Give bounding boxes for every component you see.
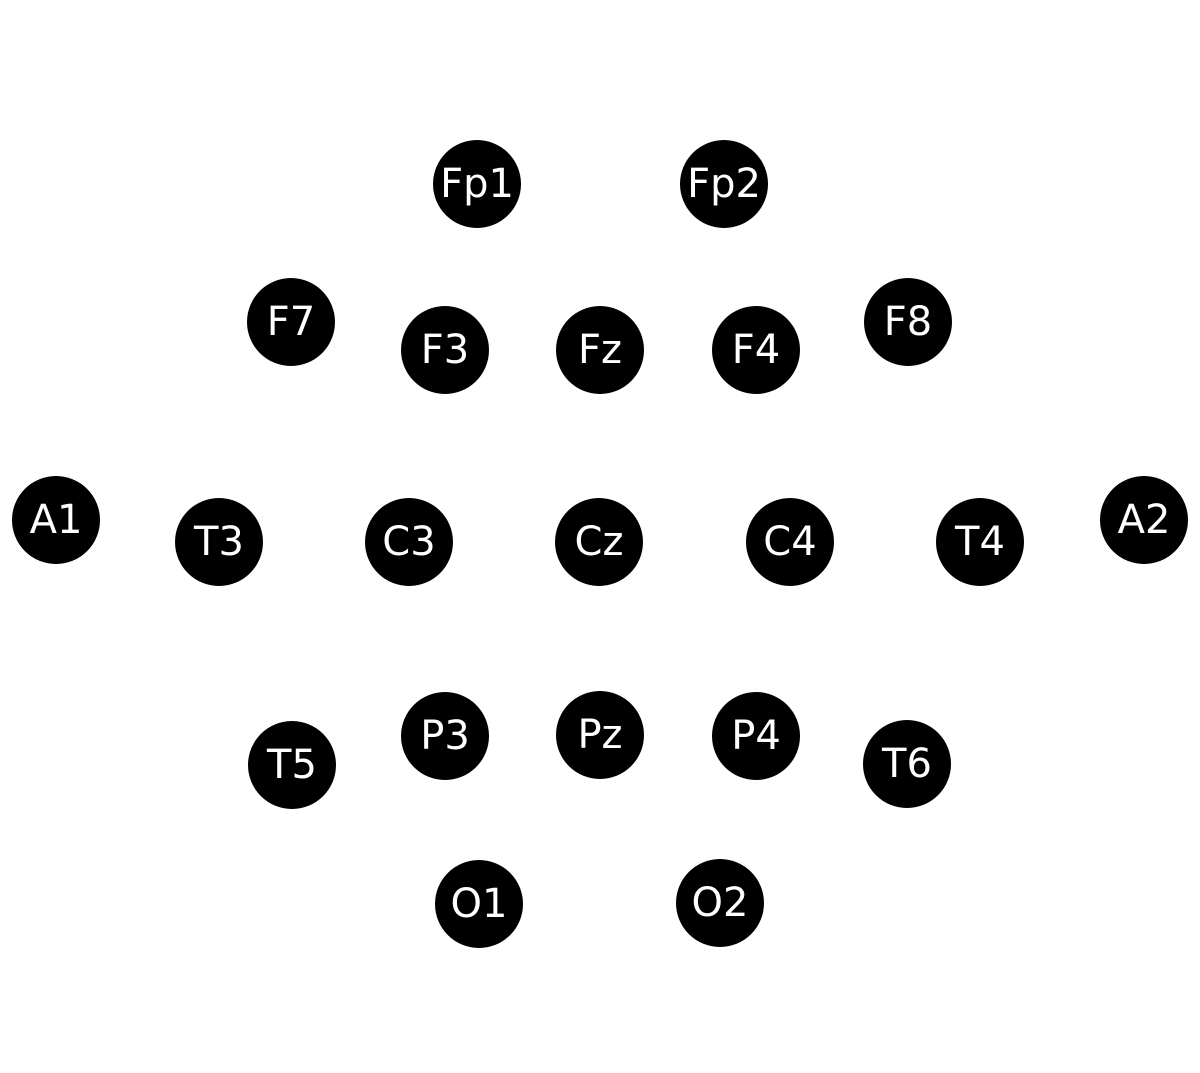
electrode-label: T4 (955, 519, 1005, 565)
electrode-label: Fz (577, 327, 622, 373)
electrode-a1: A1 (12, 476, 100, 564)
electrode-label: A1 (29, 497, 83, 543)
electrode-label: O1 (450, 881, 508, 927)
electrode-label: Fp2 (687, 161, 761, 207)
electrode-label: Pz (577, 712, 623, 758)
electrode-f3: F3 (401, 306, 489, 394)
electrode-c3: C3 (365, 498, 453, 586)
electrode-pz: Pz (556, 691, 644, 779)
electrode-p4: P4 (712, 692, 800, 780)
electrode-label: Cz (574, 519, 624, 565)
electrode-fp1: Fp1 (433, 140, 521, 228)
electrode-label: T3 (194, 519, 244, 565)
electrode-c4: C4 (746, 498, 834, 586)
electrode-f8: F8 (864, 278, 952, 366)
electrode-label: Fp1 (440, 161, 514, 207)
electrode-t3: T3 (175, 498, 263, 586)
electrode-t4: T4 (936, 498, 1024, 586)
electrode-t5: T5 (248, 721, 336, 809)
electrode-label: F3 (420, 327, 470, 373)
electrode-label: T6 (882, 741, 932, 787)
electrode-label: F8 (883, 299, 933, 345)
electrode-p3: P3 (401, 692, 489, 780)
electrode-f7: F7 (247, 278, 335, 366)
electrode-label: P4 (731, 713, 781, 759)
electrode-t6: T6 (863, 720, 951, 808)
electrode-label: C4 (763, 519, 817, 565)
electrode-fp2: Fp2 (680, 140, 768, 228)
electrode-label: F7 (266, 299, 316, 345)
electrode-cz: Cz (555, 498, 643, 586)
electrode-f4: F4 (712, 306, 800, 394)
electrode-label: O2 (691, 880, 749, 926)
electrode-a2: A2 (1100, 476, 1188, 564)
electrode-label: T5 (267, 742, 317, 788)
electrode-label: C3 (382, 519, 436, 565)
electrode-label: P3 (420, 713, 470, 759)
electrode-o2: O2 (676, 859, 764, 947)
electrode-fz: Fz (556, 306, 644, 394)
electrode-label: A2 (1117, 497, 1171, 543)
electrode-label: F4 (731, 327, 781, 373)
electrode-o1: O1 (435, 860, 523, 948)
